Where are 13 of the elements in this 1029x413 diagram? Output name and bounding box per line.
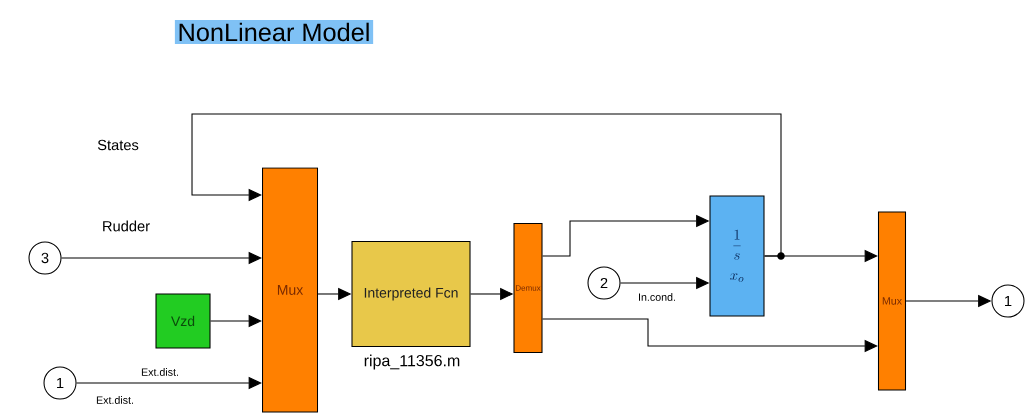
- signal-label: In.cond.: [639, 293, 675, 301]
- integrator-block: $\frac{1}{s}$ $x_o$: [709, 195, 765, 317]
- signal-label: Ext.dist.: [141, 368, 178, 376]
- constant-block: Vzd: [155, 293, 211, 349]
- block-caption: ripa_11356.m: [364, 354, 460, 370]
- demux-block: Demux: [513, 222, 543, 354]
- signal-label: Rudder: [103, 220, 150, 232]
- function-block: Interpreted Fcn: [351, 240, 471, 348]
- block-caption: Ext.dist.: [96, 396, 133, 404]
- mux-block: Mux: [261, 167, 319, 413]
- title: NonLinear Model: [174, 20, 374, 44]
- signal-label: States: [97, 139, 139, 151]
- mux-block: Mux: [877, 211, 907, 391]
